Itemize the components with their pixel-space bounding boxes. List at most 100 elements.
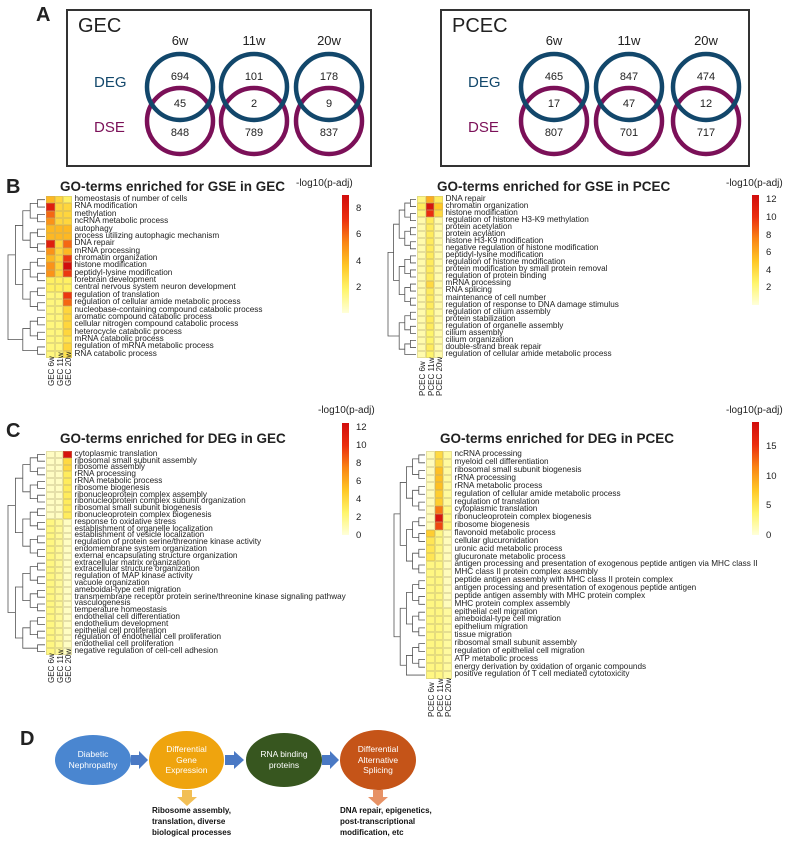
deg-gec-cell — [63, 607, 72, 615]
deg-gec-cell — [46, 600, 55, 608]
deg-gec-cell — [54, 566, 63, 574]
deg-pcec-cell — [434, 647, 443, 656]
gse-pcec-cell — [417, 203, 426, 211]
deg-pcec-term-label: ribosomal small subunit assembly — [454, 638, 577, 648]
pcec-overlap-20w-value: 12 — [699, 98, 713, 110]
deg-gec-term-label: external encapsulating structure organiz… — [74, 550, 238, 560]
deg-pcec-cell — [426, 466, 435, 475]
deg-gec-cell — [63, 641, 72, 649]
gse-gec-cell — [46, 277, 55, 285]
deg-pcec-cell — [434, 474, 443, 483]
deg-gec-cell — [63, 457, 72, 465]
gse-pcec-term-label: regulation of histone H3-K9 methylation — [445, 215, 589, 225]
deg-gec-term-label: endothelium development — [74, 618, 169, 628]
deg-pcec-cell — [434, 513, 443, 522]
gse-pcec-cell — [434, 329, 443, 337]
gse-pcec-cell — [417, 287, 426, 295]
gse-gec-cell — [54, 277, 63, 285]
pcec-dse-label: DSE — [468, 119, 499, 136]
deg-pcec-cell — [443, 600, 452, 609]
gse-gec-term-label: forebrain development — [74, 275, 156, 285]
deg-gec-dendrogram — [7, 454, 45, 652]
gse-pcec-cell — [434, 336, 443, 344]
deg-pcec-cell — [434, 592, 443, 601]
gse-gec-scale-tick: 6 — [356, 229, 362, 241]
deg-gec-term-label: ribonucleoprotein complex subunit organi… — [74, 496, 246, 506]
gse-pcec-cell — [417, 343, 426, 351]
gse-gec-cell — [63, 313, 72, 322]
deg-gec-cell — [46, 457, 55, 465]
gec-col-11w: 11w — [242, 33, 266, 48]
deg-pcec-cell — [434, 616, 443, 624]
gse-gec-scale-tick: 8 — [356, 203, 362, 215]
deg-pcec-cell — [426, 529, 435, 538]
gse-gec-cell — [54, 232, 63, 241]
gse-pcec-cell — [425, 196, 434, 204]
deg-pcec-term-label: ribosomal small subunit biogenesis — [454, 465, 582, 475]
gse-pcec-cell — [434, 280, 443, 288]
gse-gec-cell — [46, 313, 55, 322]
deg-gec-cell — [46, 566, 55, 574]
deg-pcec-cell — [434, 663, 443, 672]
deg-pcec-term-label: epithelium migration — [454, 622, 528, 632]
gse-pcec-term-label: negative regulation of histone modificat… — [445, 243, 599, 253]
deg-pcec-cell — [443, 506, 452, 514]
deg-gec-cell — [46, 512, 55, 519]
gse-gec-cell — [54, 269, 63, 277]
deg-pcec-term-label: positive regulation of T cell mediated c… — [454, 669, 630, 679]
deg-pcec-cell — [443, 490, 452, 499]
gse-gec-cell — [63, 269, 72, 277]
gse-pcec-cell — [425, 322, 434, 330]
node4-line2: Alternative — [357, 754, 399, 765]
panel-b-letter: B — [6, 176, 21, 198]
gse-gec-cell — [63, 291, 72, 300]
pcec-deg-11w-value: 847 — [619, 71, 639, 83]
deg-gec-term-label: ribonucleoprotein complex assembly — [74, 489, 207, 499]
deg-gec-cell — [63, 471, 72, 479]
deg-gec-cell — [63, 573, 72, 581]
deg-pcec-cell — [443, 498, 452, 507]
deg-pcec-cell — [426, 458, 435, 467]
gse-pcec-term-label: DNA repair — [445, 193, 486, 203]
deg-gec-cell — [54, 512, 63, 519]
deg-gec-cell — [54, 539, 63, 547]
deg-pcec-cell — [426, 600, 435, 609]
deg-gec-cell — [63, 614, 72, 621]
gse-pcec-cell — [417, 217, 426, 225]
deg-pcec-term-label: rRNA metabolic process — [454, 480, 543, 490]
deg-pcec-dendrogram — [393, 454, 425, 676]
deg-gec-cell — [63, 593, 72, 601]
pcec-col-6w: 6w — [545, 33, 563, 48]
arrow-3 — [322, 751, 339, 769]
deg-gec-term-label: transmembrane receptor protein serine/th… — [74, 591, 346, 601]
gse-gec-term-label: ncRNA metabolic process — [74, 216, 169, 226]
deg-gec-cell — [46, 553, 55, 560]
gse-gec-cell — [54, 306, 63, 314]
gse-pcec-cell — [434, 252, 443, 260]
deg-pcec-cell — [443, 466, 452, 475]
deg-gec-cell — [46, 607, 55, 615]
pcec-venn-circles — [518, 51, 742, 157]
gse-gec-cell — [54, 284, 63, 292]
gse-pcec-scale-tick: 8 — [766, 229, 772, 241]
deg-pcec-cell — [426, 647, 435, 656]
deg-gec-cell — [63, 648, 72, 655]
gse-gec-term-label: process utilizing autophagic mechanism — [74, 230, 220, 240]
gse-pcec-term-label: cilium assembly — [445, 327, 504, 337]
gse-gec-cell — [46, 225, 55, 233]
pcec-venn-box: PCEC 6w 11w 20w DEG DSE 465 847 474 17 4… — [440, 9, 750, 167]
gse-pcec-dendrogram — [387, 199, 416, 355]
pcec-dse-20w-value: 717 — [696, 127, 716, 139]
deg-gec-cell — [46, 648, 55, 655]
gec-venn-circles — [144, 51, 365, 157]
gse-pcec-term-label: regulation of protein binding — [445, 271, 547, 281]
gse-pcec-cell — [425, 273, 434, 281]
deg-gec-cell — [46, 498, 55, 506]
deg-gec-cell — [63, 587, 72, 594]
gse-pcec-cell — [434, 231, 443, 239]
gec-dse-label: DSE — [94, 119, 125, 136]
gse-pcec-cell — [417, 224, 426, 232]
gse-gec-term-label: nucleobase-containing compound catabolic… — [74, 304, 263, 314]
gse-gec-cell — [54, 343, 63, 351]
deg-pcec-cell — [443, 584, 452, 593]
